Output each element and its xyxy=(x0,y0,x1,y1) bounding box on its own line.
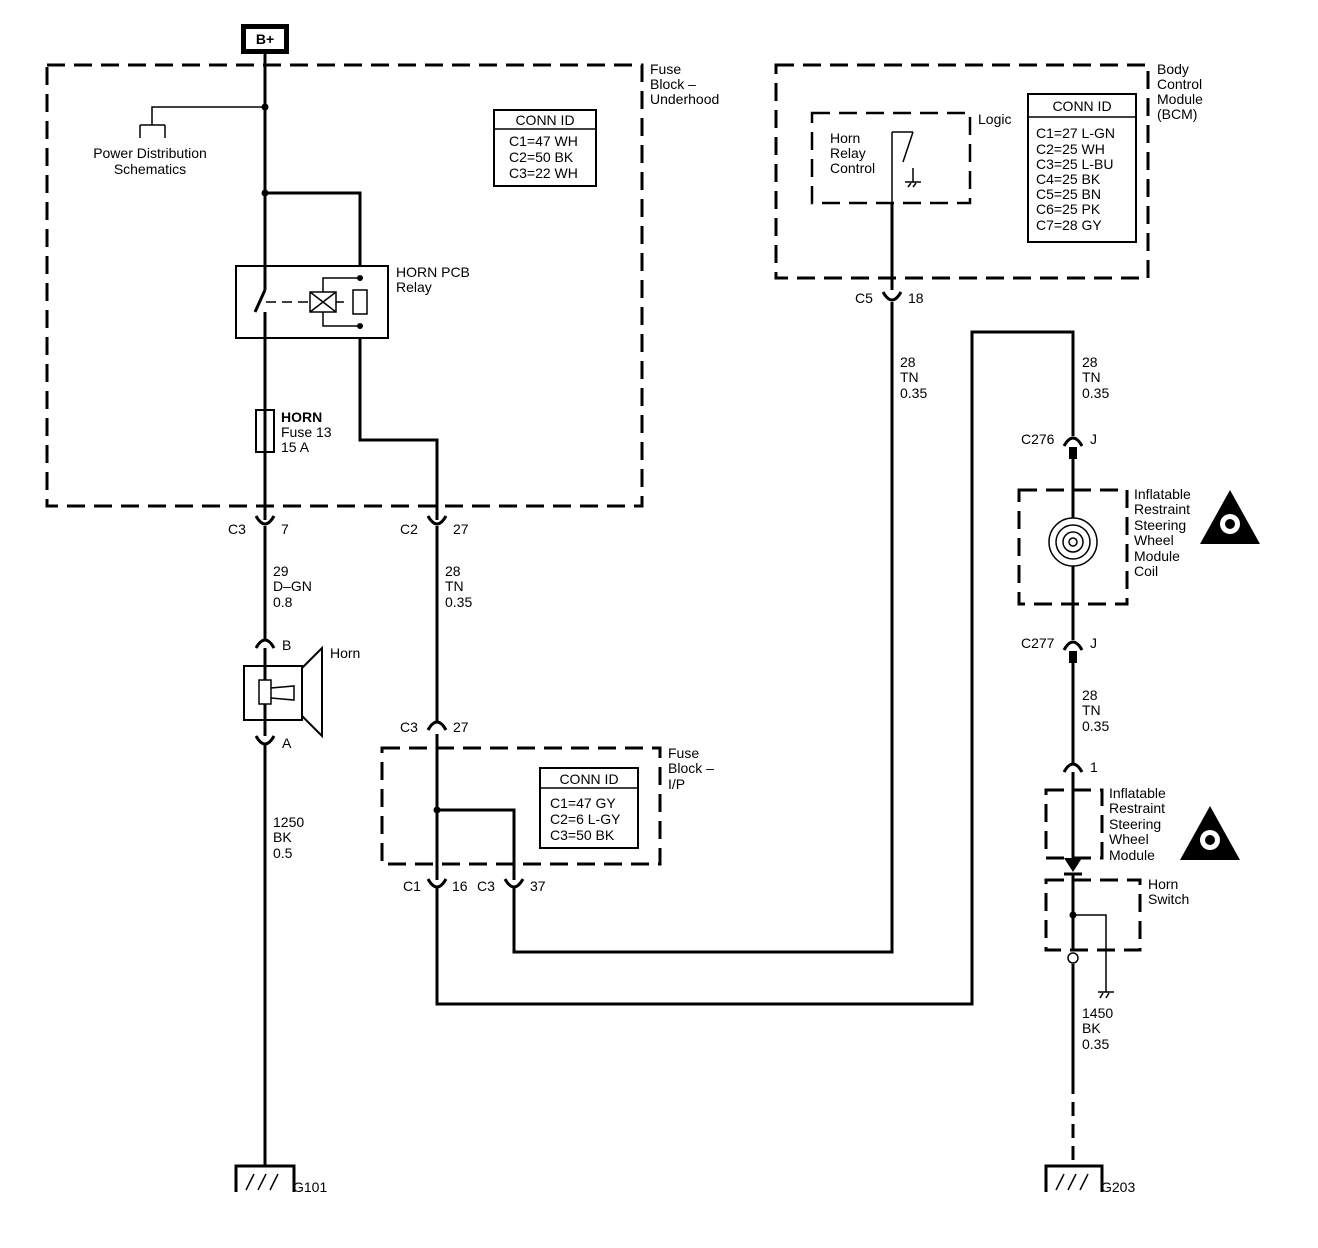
power-distribution-ref: Power Distribution Schematics xyxy=(93,106,265,177)
svg-text:Power Distribution: Power Distribution xyxy=(93,145,207,161)
horn-pcb-relay: HORN PCB Relay xyxy=(235,264,474,339)
logic-label: Logic xyxy=(978,111,1011,127)
module-label: Inflatable Restraint Steering Wheel Modu… xyxy=(1109,785,1170,863)
svg-text:C3=25 L-BU: C3=25 L-BU xyxy=(1036,156,1113,172)
svg-text:C3=22 WH: C3=22 WH xyxy=(509,165,578,181)
connector-c277: C277 J xyxy=(1021,635,1097,651)
horn-relay-control-label: Horn Relay Control xyxy=(830,130,875,176)
svg-text:C5=25 BN: C5=25 BN xyxy=(1036,186,1101,202)
svg-text:C3: C3 xyxy=(400,719,418,735)
connector-c2-27: C2 27 xyxy=(400,515,469,537)
svg-text:G203: G203 xyxy=(1101,1179,1135,1195)
airbag-warning-icon xyxy=(1200,490,1260,544)
conn-id-underhood: CONN ID C1=47 WH C2=50 BK C3=22 WH xyxy=(493,109,597,187)
coil-label: Inflatable Restraint Steering Wheel Modu… xyxy=(1134,486,1195,579)
svg-text:C1=47 GY: C1=47 GY xyxy=(550,795,616,811)
svg-text:C3: C3 xyxy=(477,878,495,894)
conn-id-bcm: CONN ID C1=27 L-GN C2=25 WH C3=25 L-BU C… xyxy=(1027,93,1137,243)
horn-switch-icon xyxy=(1067,874,1114,999)
conn-id-ip: CONN ID C1=47 GY C2=6 L-GY C3=50 BK xyxy=(539,767,639,849)
svg-text:Horn: Horn xyxy=(330,645,360,661)
svg-text:C2=25 WH: C2=25 WH xyxy=(1036,141,1105,157)
svg-text:C5: C5 xyxy=(855,290,873,306)
connector-pin-1: 1 xyxy=(1062,759,1098,775)
svg-text:C276: C276 xyxy=(1021,431,1055,447)
ground-g203: G203 xyxy=(1044,1164,1135,1195)
diode-icon xyxy=(1064,858,1082,872)
svg-text:7: 7 xyxy=(281,521,289,537)
wire-1450-label: 1450 BK 0.35 xyxy=(1082,1005,1117,1052)
connector-c5-18: C5 18 xyxy=(855,290,924,306)
fuse-block-ip-box xyxy=(380,746,662,866)
ground-g101: G101 xyxy=(234,1164,327,1195)
svg-text:27: 27 xyxy=(453,521,469,537)
bcm-label: Body Control Module (BCM) xyxy=(1157,61,1207,122)
svg-text:CONN ID: CONN ID xyxy=(559,771,618,787)
svg-text:J: J xyxy=(1090,431,1097,447)
airbag-warning-icon-2 xyxy=(1180,806,1240,860)
connector-c3-37: C3 37 xyxy=(477,878,546,894)
connector-c1-16: C1 16 xyxy=(403,878,468,894)
svg-text:Schematics: Schematics xyxy=(114,161,186,177)
svg-text:J: J xyxy=(1090,635,1097,651)
bcm-box xyxy=(774,63,1150,280)
svg-text:B: B xyxy=(282,637,291,653)
bcm-switch xyxy=(891,131,921,290)
coil-box xyxy=(1017,488,1129,606)
svg-text:C2=50 BK: C2=50 BK xyxy=(509,149,574,165)
svg-text:C2=6 L-GY: C2=6 L-GY xyxy=(550,811,621,827)
svg-text:HORN Fuse 13 15 A: HORN Fuse 13 15 A xyxy=(281,409,335,455)
wire-28a-label: 28 TN 0.35 xyxy=(445,563,472,610)
wire-28d-label: 28 TN 0.35 xyxy=(1082,687,1109,734)
wire-28b-label: 28 TN 0.35 xyxy=(900,354,927,401)
svg-text:C2: C2 xyxy=(400,521,418,537)
svg-text:C7=28 GY: C7=28 GY xyxy=(1036,217,1102,233)
svg-text:B+: B+ xyxy=(256,31,274,47)
connector-c3-27: C3 27 xyxy=(400,719,469,735)
horn-pcb-relay-label: HORN PCB Relay xyxy=(396,264,474,295)
svg-text:16: 16 xyxy=(452,878,468,894)
svg-text:C1=27 L-GN: C1=27 L-GN xyxy=(1036,125,1115,141)
horn-fuse: HORN Fuse 13 15 A xyxy=(255,409,335,455)
battery-terminal: B+ xyxy=(241,24,289,54)
connector-c276: C276 J xyxy=(1021,431,1097,447)
svg-text:A: A xyxy=(282,735,292,751)
svg-text:CONN ID: CONN ID xyxy=(1052,98,1111,114)
wire-28c-label: 28 TN 0.35 xyxy=(1082,354,1109,401)
clockspring-coil-icon xyxy=(1048,517,1098,567)
svg-text:CONN ID: CONN ID xyxy=(515,112,574,128)
connector-c3-7: C3 7 xyxy=(228,515,289,537)
fuse-block-underhood-box xyxy=(45,63,644,508)
wire-29-label: 29 D–GN 0.8 xyxy=(273,563,316,610)
svg-text:G101: G101 xyxy=(293,1179,327,1195)
svg-text:1: 1 xyxy=(1090,759,1098,775)
fuse-block-ip-label: Fuse Block – I/P xyxy=(668,745,718,792)
svg-text:18: 18 xyxy=(908,290,924,306)
horn: B Horn A xyxy=(243,637,360,751)
svg-text:C6=25 PK: C6=25 PK xyxy=(1036,201,1101,217)
svg-text:C3: C3 xyxy=(228,521,246,537)
fuse-block-underhood-label: Fuse Block – Underhood xyxy=(650,61,719,107)
svg-text:C1=47 WH: C1=47 WH xyxy=(509,133,578,149)
svg-text:C1: C1 xyxy=(403,878,421,894)
svg-text:C3=50 BK: C3=50 BK xyxy=(550,827,615,843)
horn-switch-label: Horn Switch xyxy=(1148,876,1189,907)
wire-1250-label: 1250 BK 0.5 xyxy=(273,814,308,861)
svg-text:27: 27 xyxy=(453,719,469,735)
svg-text:37: 37 xyxy=(530,878,546,894)
svg-text:C277: C277 xyxy=(1021,635,1055,651)
svg-text:C4=25 BK: C4=25 BK xyxy=(1036,171,1101,187)
